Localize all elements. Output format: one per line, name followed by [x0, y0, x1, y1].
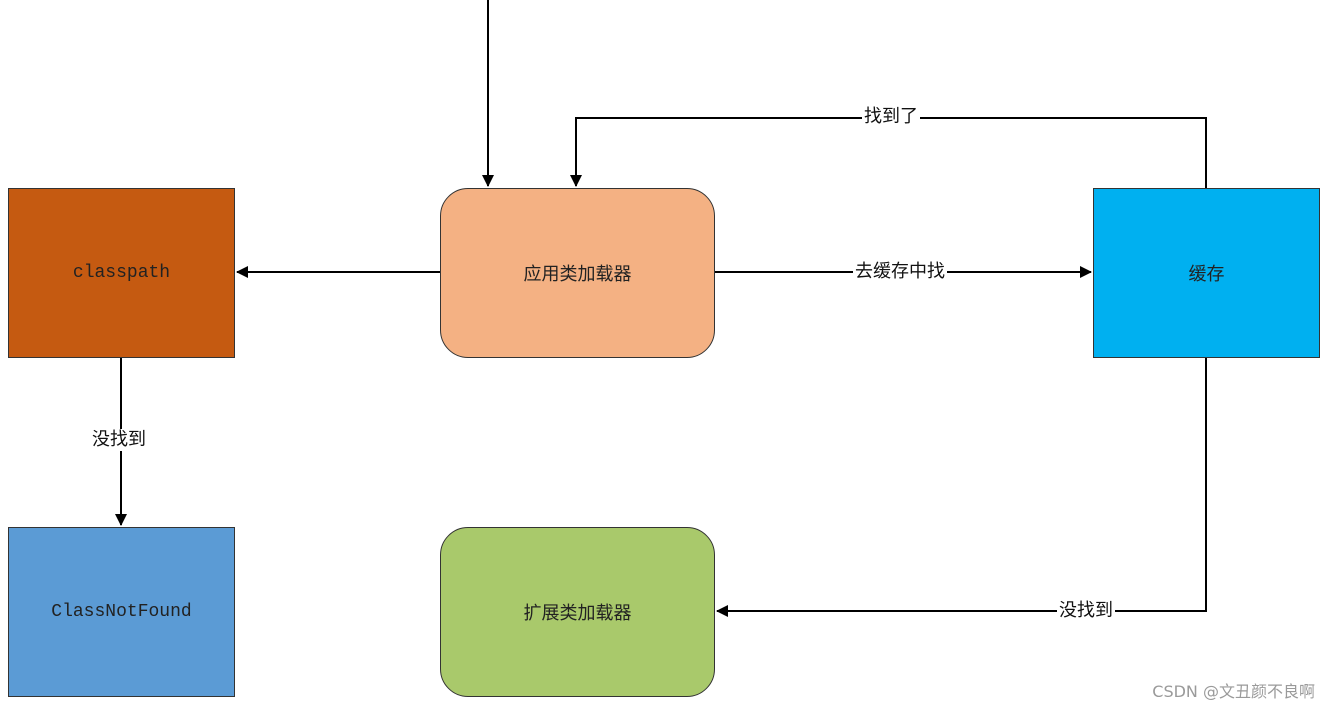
ext-class-loader-node: 扩展类加载器: [440, 527, 715, 697]
edge-label-not-found-cache: 没找到: [1057, 600, 1115, 622]
app-class-loader-label: 应用类加载器: [523, 264, 632, 285]
edge-label-found: 找到了: [862, 106, 920, 128]
edge-label-go-cache: 去缓存中找: [853, 261, 947, 283]
cache-node: 缓存: [1093, 188, 1320, 358]
classnotfound-label: ClassNotFound: [51, 602, 192, 622]
classpath-label: classpath: [72, 263, 171, 283]
watermark: CSDN @文丑颜不良啊: [1152, 682, 1315, 701]
app-class-loader-node: 应用类加载器: [440, 188, 715, 358]
classpath-node: classpath: [8, 188, 235, 358]
edge-label-not-found-classpath: 没找到: [90, 429, 148, 451]
edge-cache-found: [570, 117, 1207, 188]
ext-class-loader-label: 扩展类加载器: [523, 603, 632, 624]
cache-label: 缓存: [1188, 264, 1225, 285]
edge-cache-not-found: [716, 358, 1207, 617]
classnotfound-node: ClassNotFound: [8, 527, 235, 697]
